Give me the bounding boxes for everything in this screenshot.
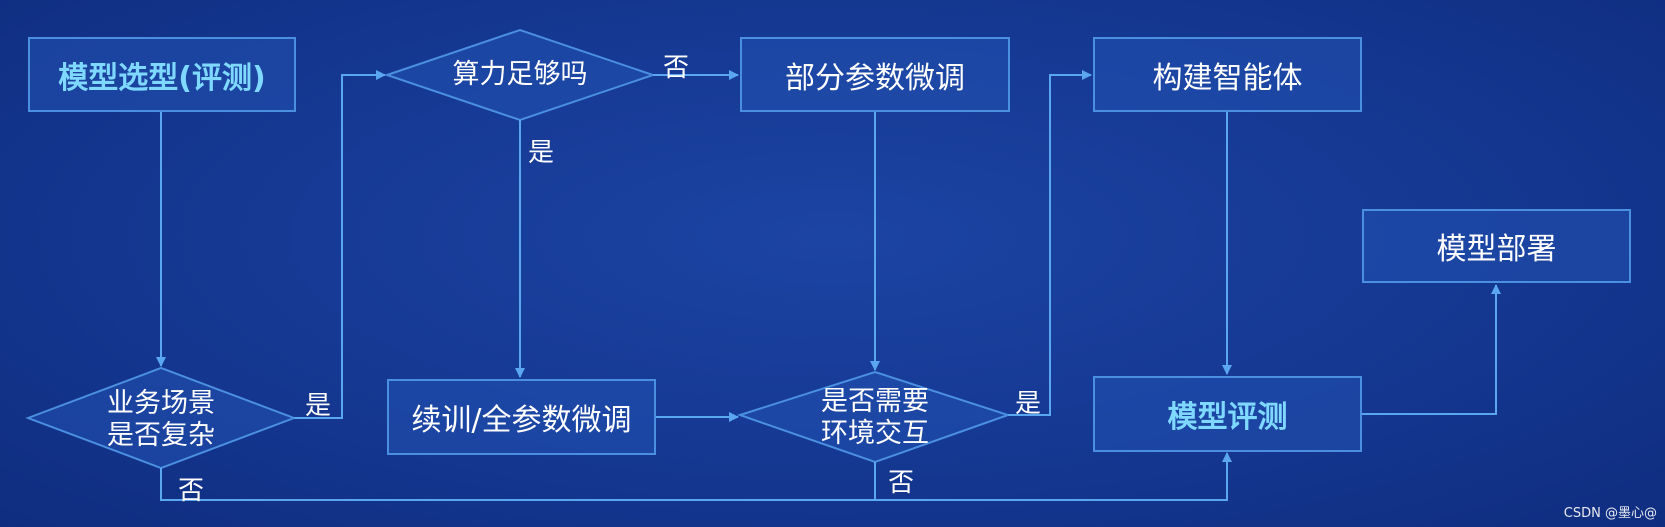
node-model-deploy: 模型部署 (1362, 209, 1631, 283)
node-model-eval: 模型评测 (1093, 376, 1362, 452)
diamond-env-interaction-text: 是否需要 环境交互 (821, 386, 929, 449)
label-compute-yes: 是 (528, 138, 555, 168)
node-build-agent: 构建智能体 (1093, 37, 1362, 112)
watermark: CSDN @墨心@ (1563, 506, 1657, 521)
label-compute-no: 否 (663, 53, 690, 83)
edge-eval-to-deploy (1362, 284, 1501, 415)
node-partial-finetune: 部分参数微调 (740, 37, 1010, 112)
label-business-no: 否 (178, 476, 205, 506)
node-model-selection: 模型选型(评测) (28, 37, 296, 112)
edge-business-no-to-eval (160, 452, 1232, 501)
edge-env-yes-to-agent (1008, 70, 1092, 416)
label-env-yes: 是 (1015, 389, 1042, 419)
diamond-business-complex-text: 业务场景 是否复杂 (107, 388, 215, 451)
diamond-compute-enough-text: 算力足够吗 (452, 59, 588, 90)
node-continue-train: 续训/全参数微调 (387, 379, 656, 455)
label-env-no: 否 (888, 468, 915, 498)
label-business-yes: 是 (305, 391, 332, 421)
edge-business-yes-to-compute (294, 70, 386, 419)
